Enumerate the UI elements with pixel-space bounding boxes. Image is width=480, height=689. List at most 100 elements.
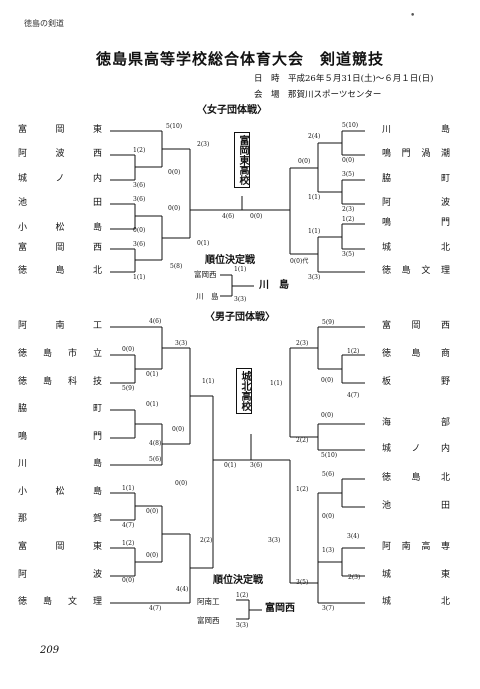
men-champion-box: 城北高校 xyxy=(236,368,252,414)
women-left-team: 小 松 島 xyxy=(18,223,102,233)
men-section-heading: 〈男子団体戦〉 xyxy=(205,312,275,323)
men-left-team: 徳島科技 xyxy=(18,377,102,387)
match-score: 1(1) xyxy=(308,228,321,235)
women-section-heading: 〈女子団体戦〉 xyxy=(197,105,267,116)
men-playoff-score-a: 1(2) xyxy=(236,592,249,599)
women-left-team: 富 岡 東 xyxy=(18,125,102,135)
men-playoff-winner: 富岡西 xyxy=(265,603,295,614)
match-score: 0(0) xyxy=(122,577,135,584)
men-right-team: 海 部 xyxy=(382,418,450,428)
match-score: 0(0) xyxy=(250,213,263,220)
match-score: 4(7) xyxy=(122,522,135,529)
women-playoff-winner: 川 島 xyxy=(259,280,289,291)
match-score: 1(2) xyxy=(296,486,309,493)
match-score: 0(0) xyxy=(298,158,311,165)
men-right-team: 阿南高専 xyxy=(382,542,450,552)
match-score: 0(0)代 xyxy=(290,258,309,265)
match-score: 0(1) xyxy=(146,371,159,378)
men-playoff-heading: 順位決定戦 xyxy=(213,575,263,586)
match-score: 0(0) xyxy=(321,412,334,419)
match-score: 0(1) xyxy=(146,401,159,408)
match-score: 0(0) xyxy=(321,377,334,384)
match-score: 2(3) xyxy=(197,141,210,148)
men-left-team: 徳島市立 xyxy=(18,349,102,359)
match-score: 0(1) xyxy=(224,462,237,469)
match-score: 0(0) xyxy=(322,513,335,520)
match-score: 0(0) xyxy=(133,227,146,234)
women-left-team: 富 岡 西 xyxy=(18,243,102,253)
match-score: 1(3) xyxy=(322,547,335,554)
women-left-team: 阿 波 西 xyxy=(18,149,102,159)
match-score: 2(2) xyxy=(296,437,309,444)
match-score: 3(7) xyxy=(322,605,335,612)
match-score: 0(0) xyxy=(146,508,159,515)
men-right-team: 池 田 xyxy=(382,501,450,511)
women-right-team: 城 北 xyxy=(382,243,450,253)
page-title: 徳島県高等学校総合体育大会 剣道競技 xyxy=(95,50,384,68)
men-right-team: 城 北 xyxy=(382,597,450,607)
match-score: 3(5) xyxy=(296,579,309,586)
match-score: 4(7) xyxy=(347,392,360,399)
match-score: 0(0) xyxy=(175,480,188,487)
match-score: 3(4) xyxy=(347,533,360,540)
women-champion-box: 富岡東高校 xyxy=(234,132,250,188)
match-score: 3(6) xyxy=(133,196,146,203)
match-score: 5(6) xyxy=(149,456,162,463)
match-score: 4(6) xyxy=(222,213,235,220)
match-score: 4(4) xyxy=(176,586,189,593)
women-playoff-heading: 順位決定戦 xyxy=(205,255,255,266)
match-score: 0(0) xyxy=(146,552,159,559)
men-left-team: 鳴 門 xyxy=(18,432,102,442)
men-right-team: 徳 島 北 xyxy=(382,473,450,483)
match-score: 4(8) xyxy=(149,440,162,447)
match-score: 5(9) xyxy=(322,319,335,326)
women-left-team: 池 田 xyxy=(18,198,102,208)
match-score: 1(1) xyxy=(202,378,215,385)
match-score: 5(10) xyxy=(166,123,183,130)
event-venue: 会 場 那賀川スポーツセンター xyxy=(254,90,382,100)
women-right-team: 徳島文理 xyxy=(382,266,450,276)
match-score: 1(2) xyxy=(342,216,355,223)
men-left-team: 川 島 xyxy=(18,459,102,469)
match-score: 0(0) xyxy=(122,346,135,353)
men-left-team: 徳島文理 xyxy=(18,597,102,607)
match-score: 5(8) xyxy=(170,263,183,270)
match-score: 3(3) xyxy=(308,274,321,281)
men-playoff-team-a: 阿南工 xyxy=(197,597,220,606)
women-right-team: 鳴 門 xyxy=(382,218,450,228)
men-left-team: 那 賀 xyxy=(18,514,102,524)
match-score: 1(2) xyxy=(133,147,146,154)
match-score: 0(0) xyxy=(342,157,355,164)
match-score: 3(6) xyxy=(250,462,263,469)
match-score: 3(6) xyxy=(133,182,146,189)
page-number: 209 xyxy=(40,645,60,656)
women-right-team: 阿 波 xyxy=(382,198,450,208)
match-score: 5(6) xyxy=(322,471,335,478)
match-score: 2(4) xyxy=(308,133,321,140)
match-score: 0(0) xyxy=(168,169,181,176)
match-score: 3(5) xyxy=(342,171,355,178)
women-right-team: 脇 町 xyxy=(382,174,450,184)
match-score: 1(2) xyxy=(347,348,360,355)
men-left-team: 阿 南 工 xyxy=(18,321,102,331)
match-score: 2(3) xyxy=(342,206,355,213)
men-playoff-team-b: 富岡西 xyxy=(197,616,220,625)
women-left-team: 城 ノ 内 xyxy=(18,174,102,184)
women-left-team: 徳 島 北 xyxy=(18,266,102,276)
women-playoff-team-a: 富岡西 xyxy=(194,270,217,279)
women-playoff-team-b: 川 島 xyxy=(196,292,219,301)
men-playoff-score-b: 3(3) xyxy=(236,622,249,629)
match-score: 0(0) xyxy=(172,426,185,433)
match-score: 1(1) xyxy=(133,274,146,281)
match-score: 0(0) xyxy=(168,205,181,212)
match-score: 5(9) xyxy=(122,385,135,392)
men-right-team: 富 岡 西 xyxy=(382,321,450,331)
men-right-team: 城 東 xyxy=(382,570,450,580)
men-left-team: 阿 波 xyxy=(18,570,102,580)
match-score: 3(3) xyxy=(268,537,281,544)
match-score: 3(3) xyxy=(175,340,188,347)
match-score: 5(10) xyxy=(321,452,338,459)
men-left-team: 富 岡 東 xyxy=(18,542,102,552)
match-score: 2(3) xyxy=(296,340,309,347)
